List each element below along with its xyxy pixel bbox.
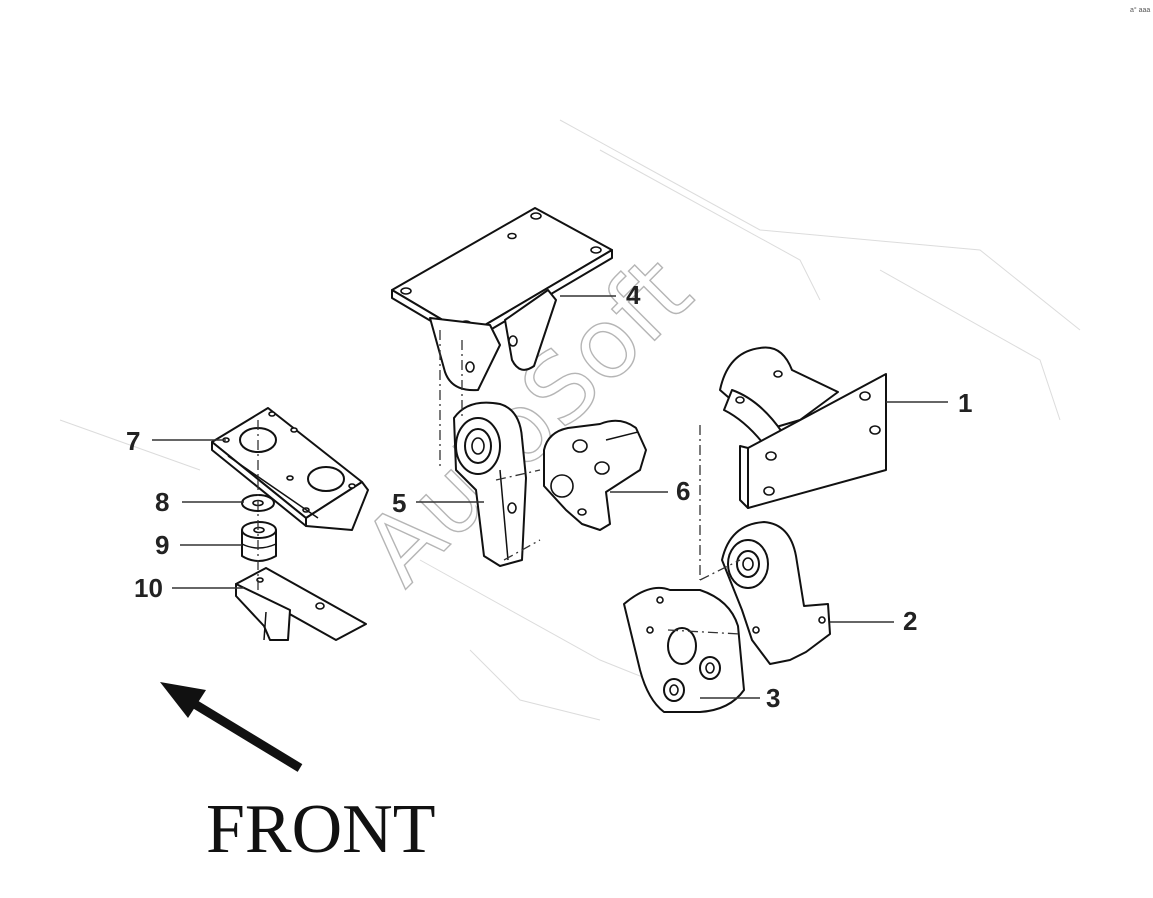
front-label: FRONT	[206, 791, 435, 868]
front-direction-arrow	[160, 682, 303, 772]
part-7-plate	[211, 407, 369, 531]
callout-labels: 1 2 3 4 5 6 7 8 9 10	[126, 280, 972, 713]
part-4-upper-bracket	[391, 207, 613, 392]
callout-1: 1	[958, 388, 972, 418]
callout-4: 4	[626, 280, 641, 310]
callout-3: 3	[766, 683, 780, 713]
part-2-mount	[721, 521, 831, 665]
leader-lines	[152, 295, 948, 699]
callout-5: 5	[392, 488, 406, 518]
assembly-center-lines	[257, 330, 741, 635]
background-ghost-lines	[59, 119, 1081, 721]
callout-10: 10	[134, 573, 163, 603]
callout-9: 9	[155, 530, 169, 560]
callout-2: 2	[903, 606, 917, 636]
callout-8: 8	[155, 487, 169, 517]
part-6-bracket	[543, 419, 647, 531]
part-10-bracket	[235, 567, 367, 641]
part-5-mount	[453, 401, 527, 567]
part-3-plate	[623, 586, 745, 713]
part-1-right-bracket	[719, 346, 887, 509]
corner-mark: a° aaa	[1130, 6, 1150, 14]
part-9-bushing	[241, 521, 277, 562]
callout-7: 7	[126, 426, 140, 456]
callout-6: 6	[676, 476, 690, 506]
